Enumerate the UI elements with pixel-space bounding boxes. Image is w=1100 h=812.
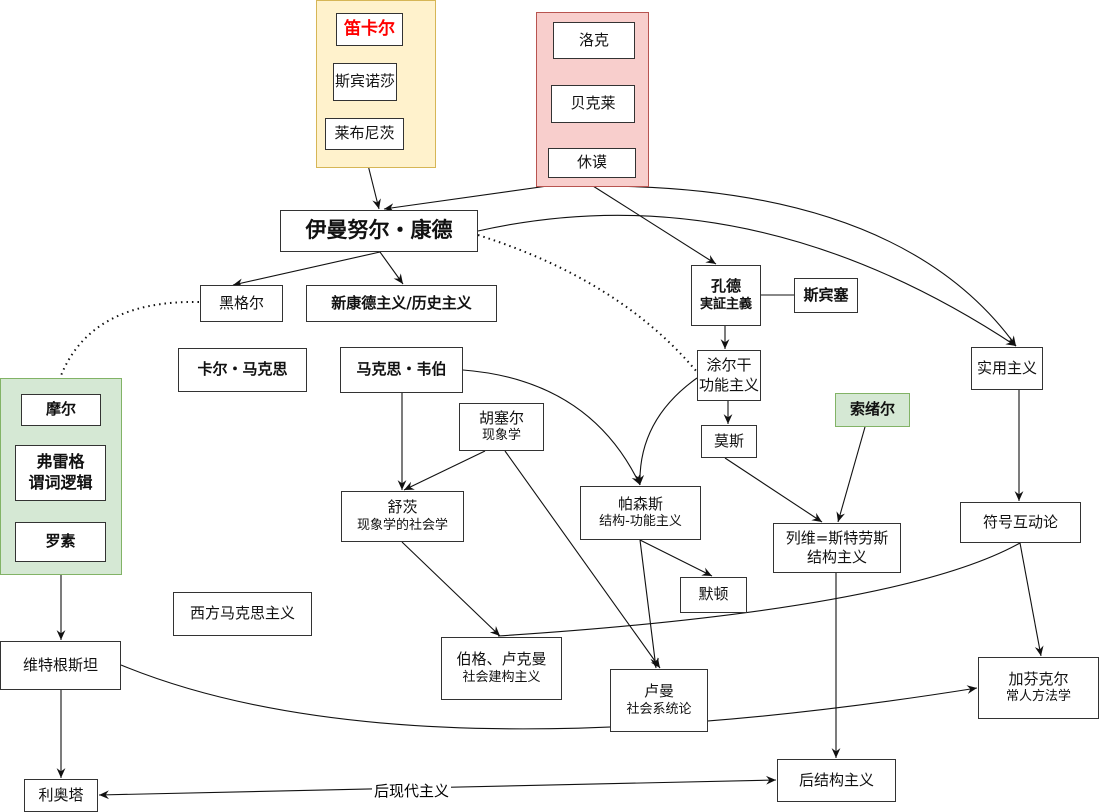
node-label: 贝克莱: [570, 94, 616, 113]
edge-husserl-luhmann: [504, 450, 661, 669]
edge-weber-parsons: [462, 369, 641, 486]
edge-schutz-berger: [401, 541, 501, 637]
node-label: 孔德: [710, 277, 741, 296]
edge-parsons-luhmann: [639, 539, 660, 669]
node-label: 索绪尔: [849, 400, 895, 419]
node-sublabel: 谓词逻辑: [28, 473, 93, 492]
edge-label-postmodernism: 后现代主义: [372, 780, 452, 801]
node-pragmatism[interactable]: 实用主义: [971, 347, 1043, 390]
edge-kant-hegel: [232, 251, 381, 288]
edge-husserl-schutz: [403, 450, 486, 491]
node-label: 莱布尼茨: [334, 124, 395, 143]
node-label: 卢曼: [643, 682, 674, 701]
node-locke[interactable]: 洛克: [553, 22, 635, 59]
node-berger-luckmann[interactable]: 伯格、卢克曼社会建构主义: [441, 637, 562, 700]
node-moore[interactable]: 摩尔: [21, 394, 101, 426]
node-wittgenstein[interactable]: 维特根斯坦: [0, 641, 121, 690]
node-parsons[interactable]: 帕森斯结构-功能主义: [580, 486, 701, 540]
node-label: 加芬克尔: [1008, 669, 1069, 688]
node-label: 列维=斯特劳斯: [785, 528, 889, 547]
edge-saussure-levi: [836, 426, 866, 523]
node-sublabel: 実証主義: [699, 296, 752, 312]
node-label: 卡尔・马克思: [197, 360, 288, 379]
node-hegel[interactable]: 黑格尔: [200, 285, 283, 322]
edge-durkheim-parsons: [635, 377, 698, 486]
node-label: 摩尔: [45, 400, 76, 419]
edge-symbolic-berger: [497, 542, 1021, 637]
node-label: 笛卡尔: [344, 19, 395, 40]
node-label: 马克思・韦伯: [356, 360, 447, 379]
node-garfinkel[interactable]: 加芬克尔常人方法学: [978, 657, 1099, 719]
node-levi-strauss[interactable]: 列维=斯特劳斯结构主义: [773, 523, 901, 573]
node-berkeley[interactable]: 贝克莱: [551, 85, 635, 123]
node-label: 斯宾塞: [803, 285, 849, 304]
node-label: 西方马克思主义: [189, 604, 295, 623]
edge-wittgenstein-garfinkel: [120, 664, 978, 730]
node-poststructuralism[interactable]: 后结构主义: [777, 759, 896, 802]
node-neokantianism[interactable]: 新康德主义/历史主义: [306, 285, 497, 322]
node-schutz[interactable]: 舒茨现象学的社会学: [341, 491, 464, 542]
node-kant[interactable]: 伊曼努尔・康德: [280, 210, 478, 252]
node-symbolic-interactionism[interactable]: 符号互动论: [960, 502, 1081, 543]
node-label: 黑格尔: [218, 293, 264, 312]
node-lyotard[interactable]: 利奥塔: [24, 779, 98, 812]
node-label: 休谟: [576, 153, 607, 172]
node-merton[interactable]: 默顿: [680, 577, 747, 613]
node-max-weber[interactable]: 马克思・韦伯: [340, 347, 463, 393]
edge-kant-neokant: [379, 251, 404, 285]
node-sublabel: 结构主义: [806, 548, 867, 566]
node-luhmann[interactable]: 卢曼社会系统论: [610, 669, 708, 732]
node-label: 斯宾诺莎: [334, 72, 395, 91]
node-karl-marx[interactable]: 卡尔・马克思: [178, 348, 307, 392]
node-spencer[interactable]: 斯宾塞: [794, 278, 858, 313]
node-sublabel: 常人方法学: [1005, 689, 1071, 705]
edge-hume-comte: [592, 185, 717, 265]
node-label: 罗素: [45, 532, 76, 551]
node-label: 莫斯: [713, 431, 744, 450]
edge-parsons-merton: [639, 539, 713, 577]
node-label: 后结构主义: [798, 770, 874, 789]
node-label: 符号互动论: [982, 512, 1058, 531]
edge-kant-pragmatism: [477, 214, 1017, 347]
node-mauss[interactable]: 莫斯: [701, 425, 757, 458]
edge-kant-durkheim: [477, 234, 698, 373]
node-hume[interactable]: 休谟: [548, 148, 636, 178]
node-western-marxism[interactable]: 西方马克思主义: [173, 592, 312, 636]
node-sublabel: 结构-功能主义: [599, 514, 682, 530]
node-label: 帕森斯: [617, 494, 663, 513]
node-label: 舒茨: [387, 498, 418, 517]
node-descartes[interactable]: 笛卡尔: [336, 13, 403, 46]
node-label: 伯格、卢克曼: [456, 650, 547, 669]
edge-mauss-levi: [724, 457, 823, 523]
node-label: 弗雷格: [36, 452, 85, 472]
node-label: 胡塞尔: [478, 408, 524, 427]
node-sublabel: 社会建构主义: [462, 669, 541, 685]
edge-symbolic-garfinkel: [1019, 542, 1044, 657]
node-label: 实用主义: [976, 358, 1037, 377]
node-label: 维特根斯坦: [22, 655, 98, 674]
node-label: 新康德主义/历史主义: [331, 293, 472, 312]
node-husserl[interactable]: 胡塞尔现象学: [459, 403, 544, 451]
node-spinoza[interactable]: 斯宾诺莎: [333, 63, 397, 101]
node-sublabel: 现象学的社会学: [356, 517, 448, 533]
node-saussure[interactable]: 索绪尔: [835, 393, 910, 427]
node-sublabel: 功能主义: [698, 375, 759, 394]
node-leibniz[interactable]: 莱布尼茨: [325, 118, 404, 150]
node-sublabel: 社会系统论: [626, 701, 692, 717]
node-durkheim[interactable]: 涂尔干功能主义: [697, 350, 761, 401]
node-frege[interactable]: 弗雷格谓词逻辑: [15, 445, 106, 501]
node-russell[interactable]: 罗素: [15, 522, 106, 562]
node-label: 涂尔干: [706, 356, 752, 374]
node-label: 洛克: [578, 30, 609, 49]
node-label: 伊曼努尔・康德: [305, 218, 453, 243]
node-label: 利奥塔: [38, 785, 84, 804]
node-sublabel: 现象学: [481, 428, 521, 444]
node-label: 默顿: [698, 585, 729, 604]
node-comte[interactable]: 孔德実証主義: [691, 265, 761, 326]
edge-hume-pragmatism: [592, 185, 1017, 347]
